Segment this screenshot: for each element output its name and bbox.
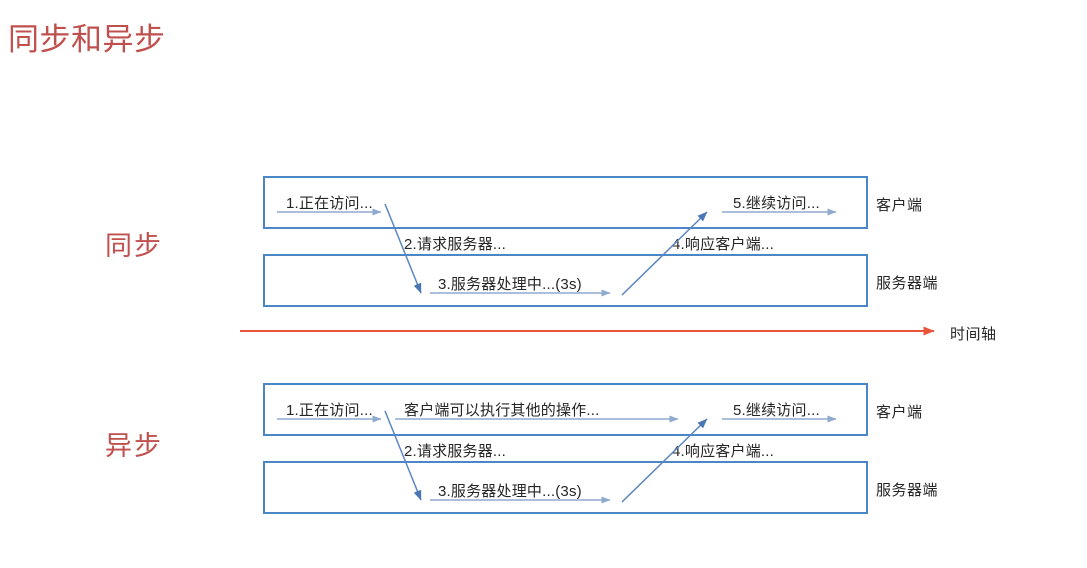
section-label-sync: 同步: [105, 231, 163, 261]
step-label-async-2: 2.请求服务器...: [404, 443, 507, 460]
step-label-async-4: 4.响应客户端...: [672, 443, 775, 460]
step-label-async-parallel: 客户端可以执行其他的操作...: [404, 402, 600, 419]
step-label-sync-3: 3.服务器处理中...(3s): [438, 276, 582, 293]
step-label-sync-5: 5.继续访问...: [733, 195, 820, 212]
lane-box-sync-client: [263, 176, 868, 229]
step-label-sync-2: 2.请求服务器...: [404, 236, 507, 253]
lane-name-async-client: 客户端: [876, 404, 923, 421]
section-label-async: 异步: [105, 431, 163, 461]
page-title: 同步和异步: [8, 22, 166, 57]
step-label-async-1: 1.正在访问...: [286, 402, 373, 419]
step-label-sync-4: 4.响应客户端...: [672, 236, 775, 253]
step-label-async-5: 5.继续访问...: [733, 402, 820, 419]
lane-name-sync-server: 服务器端: [876, 275, 939, 292]
lane-box-sync-server: [263, 254, 868, 307]
step-label-async-3: 3.服务器处理中...(3s): [438, 483, 582, 500]
lane-box-async-client: [263, 383, 868, 436]
step-label-sync-1: 1.正在访问...: [286, 195, 373, 212]
lane-name-async-server: 服务器端: [876, 482, 939, 499]
timeline-caption: 时间轴: [950, 326, 997, 343]
lane-name-sync-client: 客户端: [876, 197, 923, 214]
lane-box-async-server: [263, 461, 868, 514]
